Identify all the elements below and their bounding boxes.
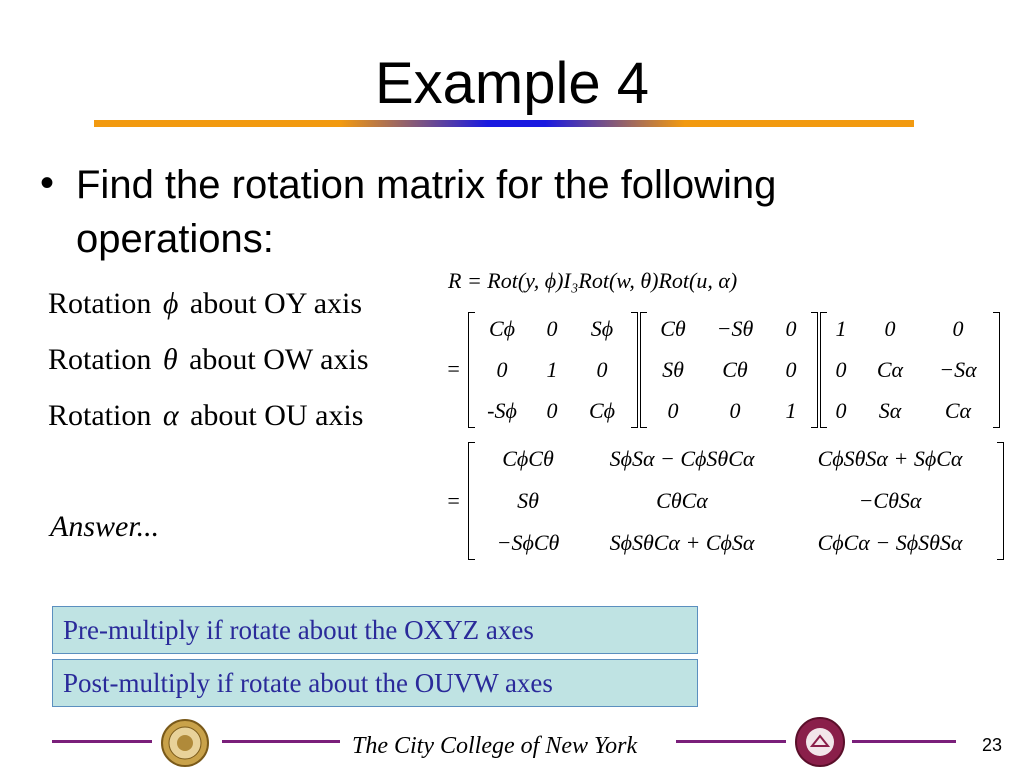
rotation-symbol: ϕ	[162, 287, 179, 320]
answer-label: Answer...	[50, 510, 160, 543]
bullet-text: Find the rotation matrix for the followi…	[76, 163, 777, 261]
ccny-seal-icon	[160, 718, 210, 768]
matrix-cell: 0	[785, 316, 797, 341]
rotation-suffix: about OU axis	[190, 399, 364, 432]
bracket-right	[997, 442, 1004, 560]
matrix-rot-u: 1 0 0 0 Cα −Sα 0 Sα Cα	[820, 312, 1000, 428]
rotation-symbol: α	[162, 399, 179, 432]
note-pre-multiply: Pre-multiply if rotate about the OXYZ ax…	[52, 606, 698, 654]
matrix-cell: 0	[546, 398, 558, 423]
footer-rule-2	[222, 740, 340, 743]
bracket-left	[820, 312, 827, 428]
matrix-cell: −SϕCθ	[496, 530, 560, 555]
matrix-cell: 0	[884, 316, 896, 341]
matrix-cell: Sθ	[662, 357, 684, 382]
rotation-suffix: about OW axis	[189, 343, 369, 376]
matrix-cell: 0	[785, 357, 797, 382]
bracket-left	[640, 312, 647, 428]
slide-title: Example 4	[374, 51, 650, 116]
matrix-cell: 1	[785, 398, 797, 423]
matrix-cell: CθCα	[656, 488, 708, 513]
matrix-cell: 0	[496, 357, 508, 382]
matrix-cell: -Sϕ	[487, 398, 517, 423]
bullet-marker: •	[40, 161, 55, 205]
rotation-symbol: θ	[162, 343, 178, 376]
matrix-cell: 1	[546, 357, 558, 382]
matrix-cell: −CθSα	[858, 488, 922, 513]
footer-rule-1	[52, 740, 152, 743]
footer-rule-3	[676, 740, 786, 743]
matrix-cell: Cϕ	[488, 316, 516, 341]
matrix-cell: SϕSθCα + CϕSα	[609, 530, 755, 555]
matrix-cell: 0	[835, 357, 847, 382]
matrix-cell: 0	[952, 316, 964, 341]
bracket-right	[811, 312, 818, 428]
rotation-line-3: Rotation α about OU axis	[48, 399, 363, 433]
footer-rule-4	[852, 740, 956, 743]
note-post-multiply: Post-multiply if rotate about the OUVW a…	[52, 659, 698, 707]
matrix-cell: Cα	[944, 398, 972, 423]
matrix-cell: CϕCθ	[502, 446, 554, 471]
matrix-cell: CϕCα − SϕSθSα	[817, 530, 963, 555]
bracket-right	[631, 312, 638, 428]
matrix-cell: 0	[729, 398, 741, 423]
rotation-prefix: Rotation	[48, 343, 152, 376]
matrix-cell: Cθ	[722, 357, 748, 382]
robotics-lab-seal-icon	[794, 716, 846, 768]
matrix-result: CϕCθ SϕSα − CϕSθCα CϕSθSα + SϕCα Sθ CθCα…	[468, 442, 1004, 560]
bracket-left	[468, 442, 475, 560]
matrix-cell: 0	[835, 398, 847, 423]
matrix-cell: CϕSθSα + SϕCα	[817, 446, 963, 471]
matrix-rot-y: Cϕ 0 Sϕ 0 1 0 -Sϕ 0 Cϕ	[468, 312, 638, 428]
matrix-cell: 0	[546, 316, 558, 341]
matrix-cell: 0	[596, 357, 608, 382]
matrix-cell: Cα	[876, 357, 904, 382]
rotation-line-2: Rotation θ about OW axis	[48, 343, 369, 377]
footer-institution: The City College of New York	[352, 733, 638, 759]
rotation-line-1: Rotation ϕ about OY axis	[48, 287, 362, 321]
matrix-cell: 1	[835, 316, 847, 341]
matrix-cell: −Sθ	[716, 316, 754, 341]
matrix-cell: Sϕ	[590, 316, 614, 341]
rotation-prefix: Rotation	[48, 399, 152, 432]
title-underline	[94, 120, 914, 127]
matrix-cell: SϕSα − CϕSθCα	[609, 446, 755, 471]
matrix-cell: Cθ	[660, 316, 686, 341]
page-number: 23	[982, 735, 1003, 755]
matrix-rot-w: Cθ −Sθ 0 Sθ Cθ 0 0 0 1	[640, 312, 818, 428]
matrix-cell: Cϕ	[588, 398, 616, 423]
matrix-cell: Sθ	[517, 488, 539, 513]
rotation-prefix: Rotation	[48, 287, 152, 320]
equals-sign-1: =	[446, 356, 461, 381]
matrix-cell: Sα	[878, 398, 902, 423]
equals-sign-2: =	[446, 488, 461, 513]
equation: R = Rot(y, ϕ)I₃Rot(w, θ)Rot(u, α)	[448, 268, 738, 293]
bracket-left	[468, 312, 475, 428]
matrix-cell: −Sα	[939, 357, 977, 382]
matrix-cell: 0	[667, 398, 679, 423]
bracket-right	[993, 312, 1000, 428]
rotation-suffix: about OY axis	[189, 287, 363, 320]
